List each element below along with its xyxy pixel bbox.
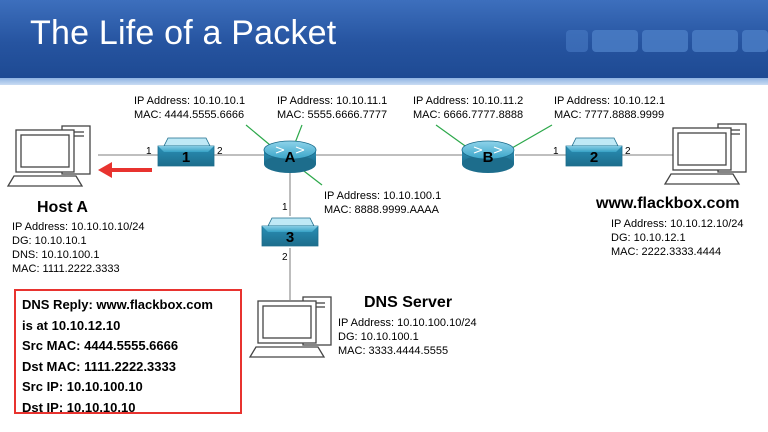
decor-tile <box>592 30 638 52</box>
switch-2-label: 2 <box>590 149 598 166</box>
title-bar <box>0 0 768 78</box>
decor-tile <box>642 30 688 52</box>
web-server-computer-icon <box>663 123 747 185</box>
dns-server-name: DNS Server <box>364 294 453 311</box>
packet-line: is at 10.10.12.10 <box>22 317 121 333</box>
title-bar-band <box>0 78 768 85</box>
router-b-label: B <box>483 149 494 166</box>
switch-3-label: 3 <box>286 229 294 246</box>
switch-2-icon <box>565 137 623 167</box>
packet-info-box: DNS Reply: www.flackbox.com is at 10.10.… <box>14 289 242 415</box>
packet-line: Src IP: 10.10.100.10 <box>22 379 143 394</box>
port-label: 2 <box>282 252 288 263</box>
web-server-name: www.flackbox.com <box>596 195 740 212</box>
port-label: 1 <box>146 146 152 157</box>
switch-3-icon <box>261 217 319 247</box>
switch-1-label: 1 <box>182 149 190 166</box>
packet-direction-arrow <box>98 162 152 178</box>
decor-tile <box>742 30 768 52</box>
dns-server-computer-icon <box>248 296 332 358</box>
links <box>98 154 675 300</box>
host-a-name: Host A <box>37 199 88 216</box>
switch-1-icon <box>157 137 215 167</box>
decor-tile <box>692 30 738 52</box>
packet-line: Src MAC: 4444.5555.6666 <box>22 338 179 353</box>
host-a-computer-icon <box>6 125 91 187</box>
slide-title: The Life of a Packet <box>30 14 337 52</box>
decor-tile <box>566 30 588 52</box>
router-a-label: A <box>285 149 296 166</box>
port-label: 2 <box>625 146 631 157</box>
router-b-icon <box>461 140 515 173</box>
port-label: 1 <box>553 146 559 157</box>
packet-line: DNS Reply: www.flackbox.com <box>22 297 213 312</box>
packet-line: Dst IP: 10.10.10.10 <box>22 399 136 415</box>
packet-line: Dst MAC: 1111.2222.3333 <box>22 358 176 374</box>
port-label: 2 <box>217 146 223 157</box>
port-label: 1 <box>282 202 288 213</box>
router-a-icon <box>263 140 317 173</box>
